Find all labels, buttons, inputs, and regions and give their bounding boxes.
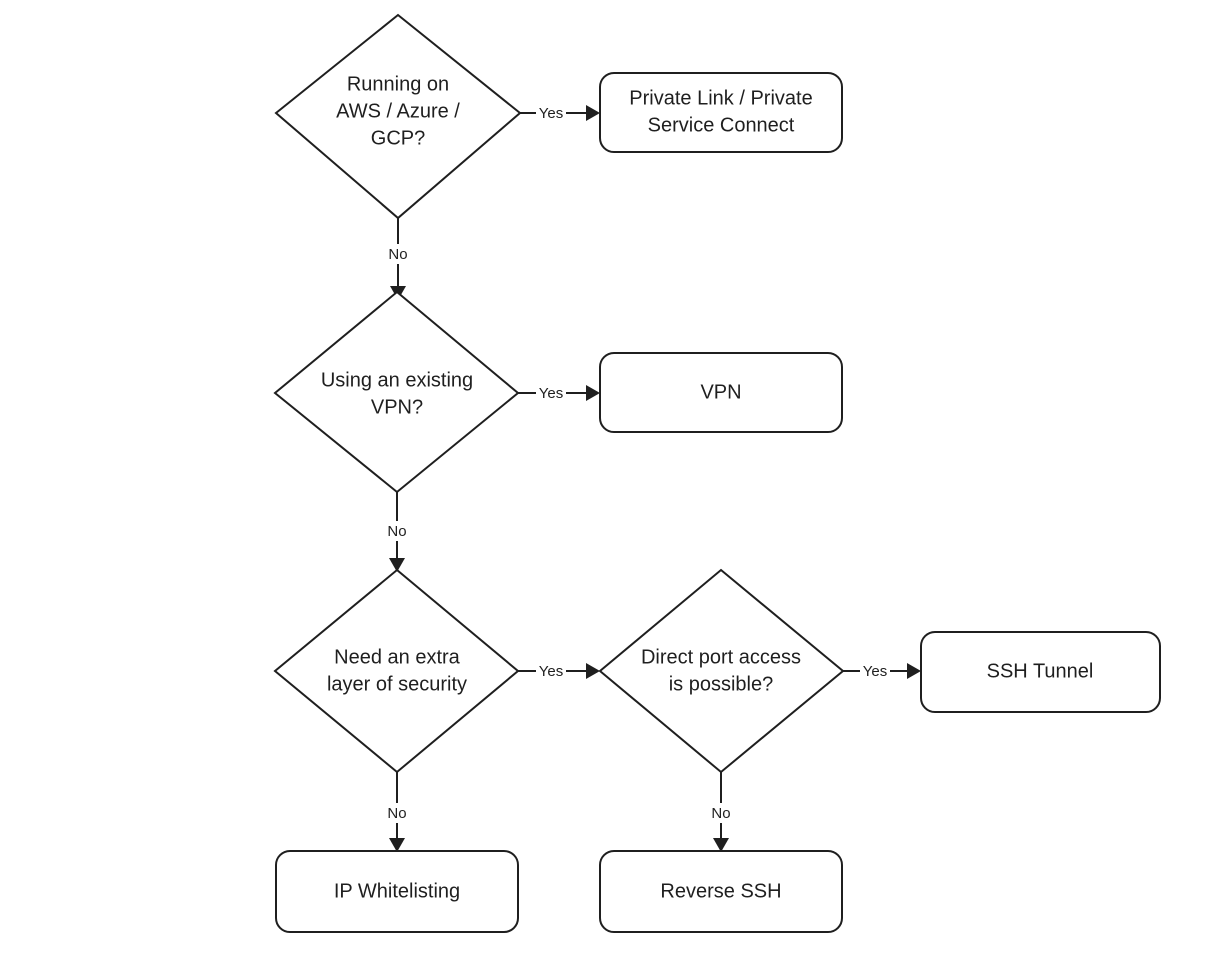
diamond-shape xyxy=(273,568,520,774)
decision-node-direct-port-access[interactable]: Direct port access is possible? xyxy=(598,568,845,774)
rounded-box-shape xyxy=(920,631,1161,713)
edge-label-backdrop xyxy=(536,661,566,681)
edge-d1-yes: Yes xyxy=(520,103,600,123)
edge-d2-yes: Yes xyxy=(518,383,600,403)
edge-label-backdrop xyxy=(382,803,412,823)
edge-label-d4-no: No xyxy=(711,805,730,822)
terminal-node-reverse-ssh[interactable]: Reverse SSH xyxy=(599,850,843,933)
terminal-label-line1: SSH Tunnel xyxy=(987,660,1094,682)
edge-d3-no: No xyxy=(382,772,412,852)
decision-label-line2: is possible? xyxy=(669,673,774,695)
rounded-box-shape xyxy=(275,850,519,933)
edge-label-d4-yes: Yes xyxy=(863,663,887,680)
decision-label-line1: Direct port access xyxy=(641,646,801,668)
edge-label-backdrop xyxy=(382,521,412,541)
edge-d3-yes: Yes xyxy=(518,661,600,681)
edge-label-d2-no: No xyxy=(387,523,406,540)
decision-label-line1: Need an extra xyxy=(334,646,461,668)
decision-label-line1: Using an existing xyxy=(321,369,473,391)
edge-d4-no: No xyxy=(706,772,736,852)
decision-label-line2: VPN? xyxy=(371,396,423,418)
edge-label-d3-no: No xyxy=(387,805,406,822)
decision-label-line2: layer of security xyxy=(327,673,467,695)
decision-node-extra-security[interactable]: Need an extra layer of security xyxy=(273,568,520,774)
diamond-shape xyxy=(273,290,520,494)
terminal-node-private-link[interactable]: Private Link / Private Service Connect xyxy=(599,72,843,153)
decision-node-existing-vpn[interactable]: Using an existing VPN? xyxy=(273,290,520,494)
edge-label-backdrop xyxy=(383,244,413,264)
decision-label-line1: Running on xyxy=(347,73,449,95)
edge-label-d2-yes: Yes xyxy=(539,385,563,402)
edge-label-backdrop xyxy=(706,803,736,823)
edge-label-d1-yes: Yes xyxy=(539,105,563,122)
edge-d1-no: No xyxy=(383,218,413,300)
terminal-node-vpn[interactable]: VPN xyxy=(599,352,843,433)
edge-label-backdrop xyxy=(536,103,566,123)
rounded-box-shape xyxy=(599,850,843,933)
terminal-label-line1: Reverse SSH xyxy=(660,880,781,902)
edge-label-d1-no: No xyxy=(388,246,407,263)
decision-label-line2: AWS / Azure / xyxy=(336,100,460,122)
terminal-node-ssh-tunnel[interactable]: SSH Tunnel xyxy=(920,631,1161,713)
rounded-box-shape xyxy=(599,352,843,433)
rounded-box-shape xyxy=(599,72,843,153)
terminal-node-ip-whitelisting[interactable]: IP Whitelisting xyxy=(275,850,519,933)
edge-label-backdrop xyxy=(860,661,890,681)
decision-node-cloud-provider[interactable]: Running on AWS / Azure / GCP? xyxy=(274,13,522,220)
terminal-label-line1: VPN xyxy=(700,381,741,403)
diamond-shape xyxy=(274,13,522,220)
edge-label-backdrop xyxy=(536,383,566,403)
decision-label-line3: GCP? xyxy=(371,127,425,149)
terminal-label-line1: IP Whitelisting xyxy=(334,880,460,902)
edge-d4-yes: Yes xyxy=(843,661,921,681)
terminal-label-line2: Service Connect xyxy=(648,114,795,136)
diamond-shape xyxy=(598,568,845,774)
edge-label-d3-yes: Yes xyxy=(539,663,563,680)
terminal-label-line1: Private Link / Private xyxy=(629,87,812,109)
edge-d2-no: No xyxy=(382,492,412,572)
